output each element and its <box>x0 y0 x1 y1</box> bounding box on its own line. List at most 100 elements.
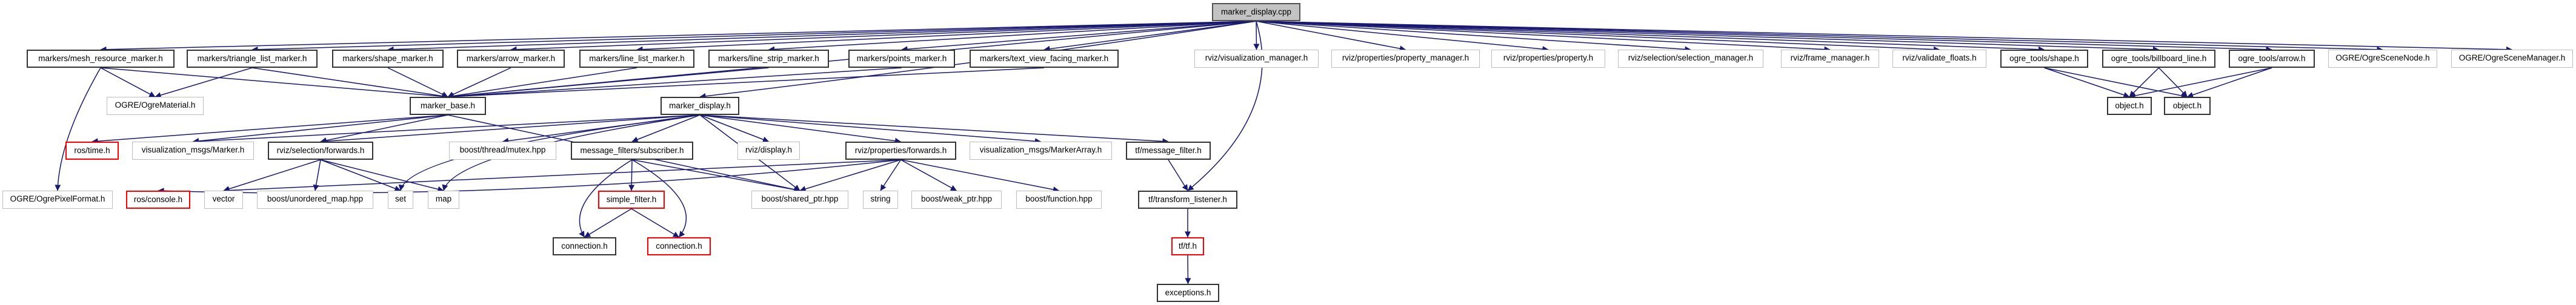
graph-edge-root-propmgr <box>1256 21 1406 52</box>
graph-edge-base-vmarker <box>193 114 448 144</box>
graph-edge-mdh-msgfilter <box>699 114 1169 145</box>
graph-edge-mdh-subscriber <box>631 114 701 143</box>
graph-node-linestrip[interactable]: markers/line_strip_marker.h <box>708 50 829 68</box>
graph-node-mesh[interactable]: markers/mesh_resource_marker.h <box>27 50 175 68</box>
graph-node-selfwd[interactable]: rviz/selection/forwards.h <box>268 142 373 160</box>
graph-node-string[interactable]: string <box>863 191 898 209</box>
graph-edge-points-base <box>447 67 902 100</box>
graph-node-linelist[interactable]: markers/line_list_marker.h <box>579 50 694 68</box>
graph-edge-propfwd-vector <box>223 159 901 194</box>
graph-edge-root-shape <box>387 21 1257 53</box>
graph-edge-root-scenemgr <box>1256 21 2512 53</box>
graph-edge-msgfilter-listener <box>1168 159 1188 191</box>
graph-node-console[interactable]: ros/console.h <box>126 191 190 209</box>
graph-node-base[interactable]: marker_base.h <box>410 97 486 115</box>
graph-edge-propfwd-weakptr <box>900 159 957 191</box>
graph-node-shape[interactable]: markers/shape_marker.h <box>332 50 444 68</box>
graph-node-exceptions[interactable]: exceptions.h <box>1157 284 1219 302</box>
graph-node-obj1[interactable]: object.h <box>2107 97 2152 115</box>
graph-edge-mesh-base <box>100 67 448 100</box>
graph-node-conn1[interactable]: connection.h <box>553 237 616 255</box>
graph-edge-root-framemgr <box>1256 21 1831 53</box>
graph-node-propmgr[interactable]: rviz/properties/property_manager.h <box>1331 50 1480 68</box>
graph-node-obj2[interactable]: object.h <box>2164 97 2211 115</box>
graph-node-mutex[interactable]: boost/thread/mutex.hpp <box>449 142 556 160</box>
graph-node-set[interactable]: set <box>388 191 413 209</box>
graph-node-rostime[interactable]: ros/time.h <box>65 142 119 160</box>
graph-node-sharedptr[interactable]: boost/shared_ptr.hpp <box>751 191 848 209</box>
graph-node-textview[interactable]: markers/text_view_facing_marker.h <box>970 50 1119 68</box>
graph-node-display[interactable]: rviz/display.h <box>737 142 800 160</box>
graph-edge-tri-base <box>251 67 448 99</box>
graph-node-billboard[interactable]: ogre_tools/billboard_line.h <box>2102 50 2215 68</box>
graph-node-scenenode[interactable]: OGRE/OgreSceneNode.h <box>2328 50 2437 68</box>
graph-node-simple[interactable]: simple_filter.h <box>598 191 665 209</box>
graph-edge-root-shape_ot <box>1256 21 2045 53</box>
graph-edge-selfwd-unordered <box>313 159 321 191</box>
graph-node-tri[interactable]: markers/triangle_list_marker.h <box>187 50 318 68</box>
graph-node-vizmgr[interactable]: rviz/visualization_manager.h <box>1194 50 1319 68</box>
graph-edge-root-prop <box>1256 21 1549 53</box>
graph-edge-shape-base <box>387 67 448 97</box>
graph-node-selmgr[interactable]: rviz/selection/selection_manager.h <box>1618 50 1763 68</box>
graph-node-markerarray[interactable]: visualization_msgs/MarkerArray.h <box>970 142 1112 160</box>
graph-edge-propfwd-function <box>900 159 1059 193</box>
graph-node-map[interactable]: map <box>428 191 459 209</box>
graph-node-root[interactable]: marker_display.cpp <box>1212 3 1300 21</box>
graph-edge-textview-base <box>447 67 1045 100</box>
graph-node-msgfilter[interactable]: tf/message_filter.h <box>1126 142 1211 160</box>
graph-node-points[interactable]: markers/points_marker.h <box>848 50 955 68</box>
graph-node-vector[interactable]: vector <box>204 191 243 209</box>
graph-node-prop[interactable]: rviz/properties/property.h <box>1491 50 1605 68</box>
graph-edge-root-scenenode <box>1256 21 2383 53</box>
graph-node-framemgr[interactable]: rviz/frame_manager.h <box>1781 50 1879 68</box>
graph-edge-root-points <box>901 21 1257 53</box>
graph-edge-root-mesh <box>100 21 1257 53</box>
graph-node-subscriber[interactable]: message_filters/subscriber.h <box>571 142 693 160</box>
graph-edge-root-textview <box>1043 21 1257 52</box>
graph-edge-selfwd-map <box>320 159 444 192</box>
graph-edge-mesh-pixelformat <box>55 67 101 191</box>
graph-node-validate[interactable]: rviz/validate_floats.h <box>1892 50 1986 68</box>
graph-edge-propfwd-sharedptr <box>799 159 901 192</box>
graph-edge-root-arrow_ot <box>1256 21 2272 53</box>
graph-edge-root-validate <box>1256 21 1940 53</box>
graph-edge-subscriber-simple <box>628 159 635 191</box>
graph-node-weakptr[interactable]: boost/weak_ptr.hpp <box>911 191 1002 209</box>
graph-node-propfwd[interactable]: rviz/properties/forwards.h <box>845 142 956 160</box>
graph-node-conn2[interactable]: connection.h <box>647 237 711 255</box>
graph-edge-subscriber-conn1 <box>579 159 633 238</box>
graph-edge-root-tri <box>251 21 1257 53</box>
graph-edge-linelist-base <box>447 67 637 99</box>
graph-node-tftf[interactable]: tf/tf.h <box>1171 237 1204 255</box>
graph-edge-arrow_ot-obj2 <box>2187 67 2272 98</box>
graph-edge-simple-conn2 <box>631 208 679 238</box>
graph-node-vmarker[interactable]: visualization_msgs/Marker.h <box>132 142 254 160</box>
graph-edge-selfwd-set <box>320 159 401 192</box>
graph-node-shape_ot[interactable]: ogre_tools/shape.h <box>2000 50 2088 68</box>
graph-node-arrowm[interactable]: markers/arrow_marker.h <box>457 50 565 68</box>
graph-node-function[interactable]: boost/function.hpp <box>1016 191 1102 209</box>
graph-edge-root-listener <box>1187 21 1263 191</box>
graph-node-mdh[interactable]: marker_display.h <box>661 97 739 115</box>
graph-node-listener[interactable]: tf/transform_listener.h <box>1138 191 1237 209</box>
graph-node-scenemgr[interactable]: OGRE/OgreSceneManager.h <box>2451 50 2573 68</box>
graph-edge-base-selfwd <box>320 114 448 143</box>
graph-edge-propfwd-string <box>880 159 902 191</box>
graph-node-pixelformat[interactable]: OGRE/OgrePixelFormat.h <box>2 191 113 209</box>
graph-edge-billboard-obj2 <box>2158 67 2188 97</box>
graph-edge-mdh-vmarker <box>193 114 701 145</box>
graph-node-material[interactable]: OGRE/OgreMaterial.h <box>107 97 204 115</box>
graph-edge-root-linelist <box>636 21 1257 53</box>
graph-node-unordered[interactable]: boost/unordered_map.hpp <box>257 191 373 209</box>
graph-edge-subscriber-sharedptr <box>631 159 800 193</box>
graph-edge-subscriber-conn2 <box>631 159 687 238</box>
graph-edge-root-vizmgr <box>1253 21 1260 50</box>
graph-edge-selfwd-vector <box>223 159 321 192</box>
graph-edge-root-linestrip <box>768 21 1257 53</box>
graph-edge-mdh-markerarray <box>699 114 1041 145</box>
graph-edge-base-rostime <box>92 114 448 145</box>
graph-node-arrow_ot[interactable]: ogre_tools/arrow.h <box>2229 50 2315 68</box>
